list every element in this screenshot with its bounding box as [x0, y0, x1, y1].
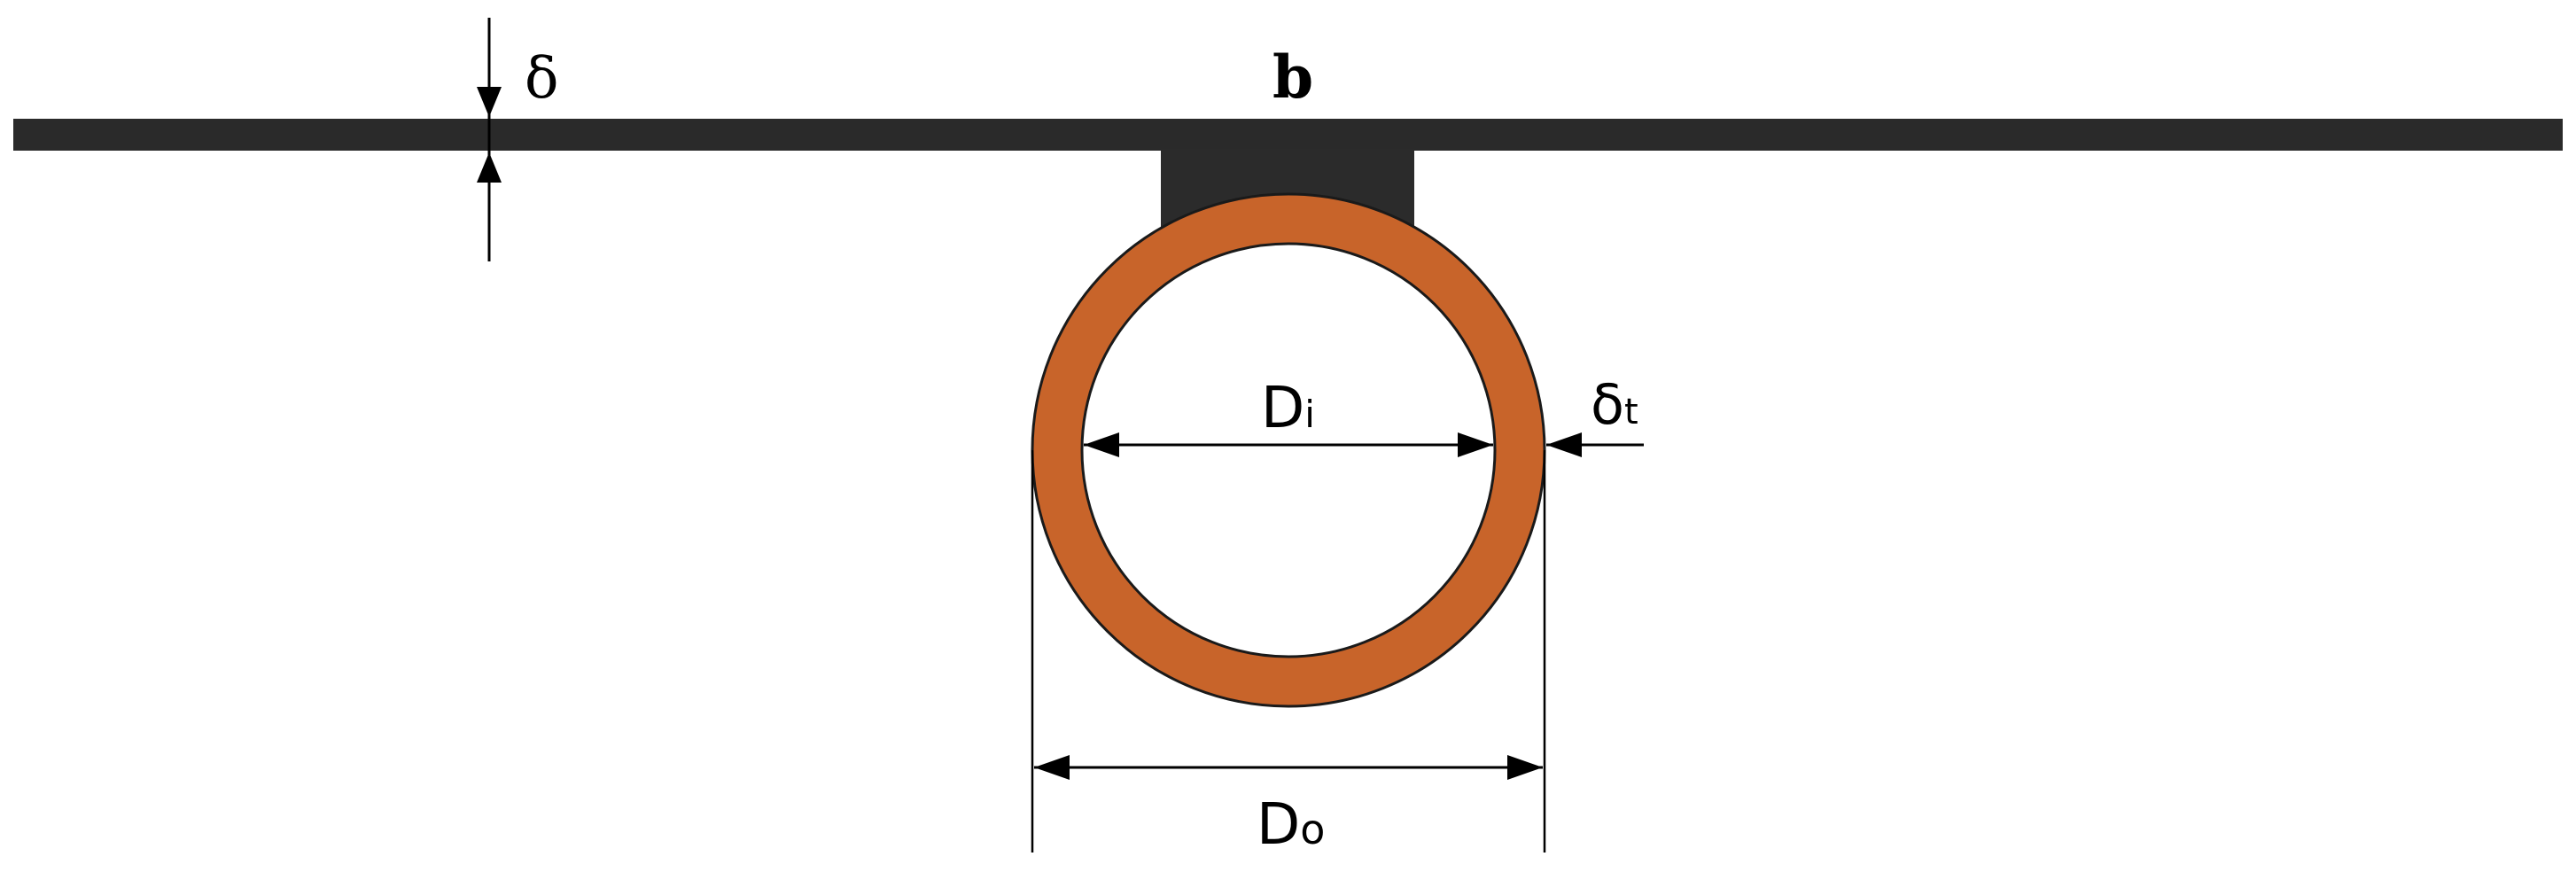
outer-diameter-arrow-right — [1507, 755, 1543, 780]
absorber-plate — [13, 119, 2563, 151]
tube-thickness-arrow — [1546, 432, 1582, 457]
inner-diameter-label: Di — [1261, 376, 1315, 441]
inner-diameter-arrow-right — [1458, 432, 1493, 457]
outer-diameter-label: Do — [1257, 792, 1325, 858]
inner-diameter-arrow-left — [1084, 432, 1119, 457]
outer-diameter-arrow-left — [1034, 755, 1070, 780]
plate-width-label: b — [1272, 43, 1313, 112]
tube-thickness-label: δt — [1591, 372, 1638, 437]
plate-thickness-label: δ — [525, 46, 559, 112]
plate-thickness-arrow-down — [477, 87, 502, 117]
plate-thickness-arrow-up — [477, 152, 502, 183]
